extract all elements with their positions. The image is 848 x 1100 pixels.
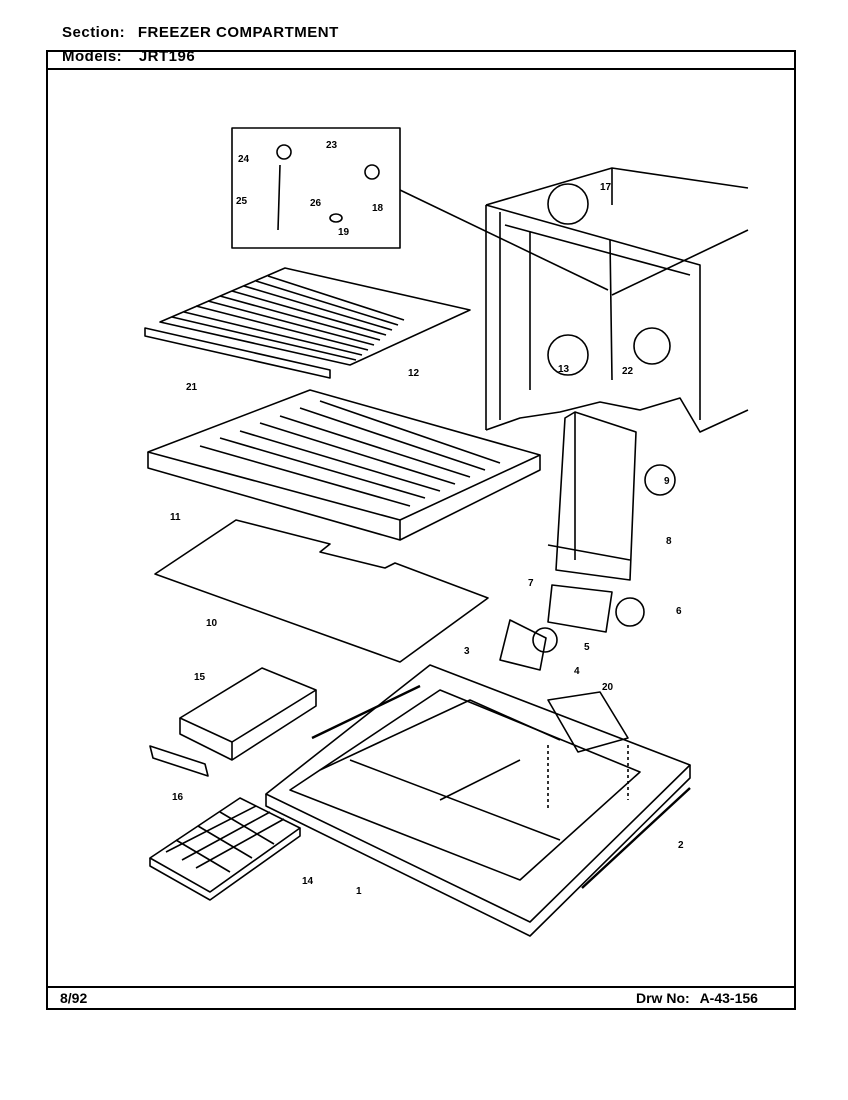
drawing-number-block: Drw No: A-43-156 [636,990,758,1006]
fan-assembly [499,584,645,671]
part-1-freezer-floor [265,664,691,937]
callout-4: 4 [574,666,580,677]
callout-16: 16 [172,792,184,803]
callout-1: 1 [356,886,362,897]
callout-12: 12 [408,368,420,379]
callout-11: 11 [170,512,181,523]
revision-date: 8/92 [60,990,88,1006]
callout-9: 9 [664,476,670,487]
models-label: Models: [62,48,123,65]
drawing-number: A-43-156 [699,990,758,1006]
part-3-motor [499,619,547,671]
callout-23: 23 [326,140,338,151]
models-header: Models: JRT196 [62,48,195,65]
part-6-grommet [615,597,645,627]
part-2-rail [581,787,691,889]
part-21-rail [144,327,331,379]
part-19-ring [329,213,343,223]
callout-15: 15 [194,672,206,683]
callout-22: 22 [622,366,634,377]
callout-24: 24 [238,154,250,165]
part-9-screw-circle [644,464,676,496]
callout-19: 19 [338,227,350,238]
callout-2: 2 [678,840,684,851]
callout-17: 17 [600,182,612,193]
part-5-fan-blade [532,627,558,653]
callout-6: 6 [676,606,682,617]
wire-shelf [144,267,471,379]
callout-7: 7 [528,578,534,589]
part-14-ice-tray [149,797,301,901]
part-7-bracket [547,584,613,633]
callout-21: 21 [186,382,198,393]
part-25-wire [277,164,281,231]
section-title: FREEZER COMPARTMENT [137,24,339,41]
callout-26: 26 [310,198,322,209]
freezer-shelf [147,389,541,541]
header-divider [48,68,796,70]
part-23-bulb [276,144,292,160]
callout-5: 5 [584,642,590,653]
callout-25: 25 [236,196,248,207]
part-13-callout-circle [547,334,589,376]
callout-10: 10 [206,618,218,629]
freezer-cabinet [485,167,749,433]
part-22-callout-circle [633,327,671,365]
callout-18: 18 [372,203,384,214]
drawing-label: Drw No: [636,990,690,1006]
callout-14: 14 [302,876,314,887]
callout-20: 20 [602,682,614,693]
part-16-handle [149,745,209,777]
callout-3: 3 [464,646,470,657]
detail-inset-box [231,127,401,249]
part-15-ice-bin [179,667,317,761]
part-20-duct [547,691,629,753]
drawing-frame [46,50,796,1010]
callout-13: 13 [558,364,570,375]
detail-leader-line [399,189,609,291]
section-label: Section: [62,24,126,41]
part-18-knob [364,164,380,180]
gasket-strip [311,684,421,740]
part-8-evaporator-cover [547,411,676,581]
models-value: JRT196 [138,48,196,65]
callout-8: 8 [666,536,672,547]
part-17-callout-circle [547,183,589,225]
section-header: Section: FREEZER COMPARTMENT [62,24,339,41]
part-callouts: 23 24 25 26 18 19 17 12 21 13 22 11 9 8 … [170,140,684,897]
footer-divider [48,986,796,988]
part-10-panel [154,519,489,663]
